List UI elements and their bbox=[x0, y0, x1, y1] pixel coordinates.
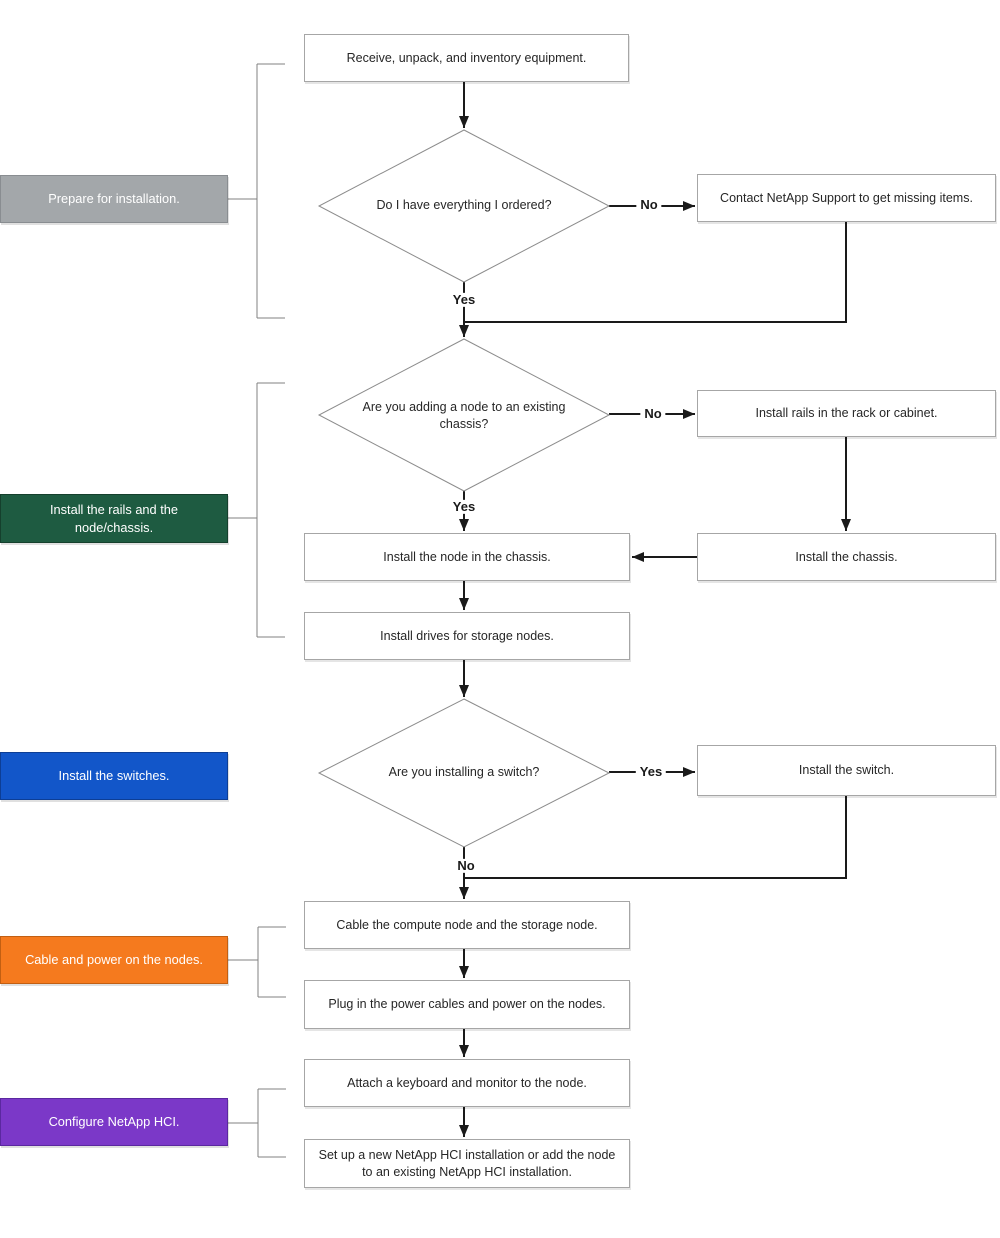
step-install-drives: Install drives for storage nodes. bbox=[304, 612, 630, 660]
edge-label-d1-no: No bbox=[636, 197, 662, 213]
step-install-rails: Install rails in the rack or cabinet. bbox=[697, 390, 996, 437]
step-install-chassis: Install the chassis. bbox=[697, 533, 996, 581]
edge-label-d1-yes: Yes bbox=[448, 292, 480, 308]
decision-have-everything-shape bbox=[317, 129, 611, 283]
step-setup-hci: Set up a new NetApp HCI installation or … bbox=[304, 1139, 630, 1188]
bracket-configure bbox=[228, 1088, 286, 1158]
category-prepare-for-installation: Prepare for installation. bbox=[0, 175, 228, 223]
step-plug-power: Plug in the power cables and power on th… bbox=[304, 980, 630, 1029]
decision-have-everything-label: Do I have everything I ordered? bbox=[376, 198, 552, 213]
category-install-rails-node-chassis: Install the rails and the node/chassis. bbox=[0, 494, 228, 543]
decision-installing-switch-label: Are you installing a switch? bbox=[388, 765, 540, 780]
edge-label-d2-no: No bbox=[640, 406, 666, 422]
edge-label-d3-yes: Yes bbox=[635, 764, 667, 780]
step-cable-nodes: Cable the compute node and the storage n… bbox=[304, 901, 630, 949]
step-install-node: Install the node in the chassis. bbox=[304, 533, 630, 581]
bracket-rails bbox=[228, 382, 285, 638]
step-contact-support: Contact NetApp Support to get missing it… bbox=[697, 174, 996, 222]
edge-label-d2-yes: Yes bbox=[448, 499, 480, 515]
category-cable-power-nodes: Cable and power on the nodes. bbox=[0, 936, 228, 984]
step-attach-keyboard: Attach a keyboard and monitor to the nod… bbox=[304, 1059, 630, 1107]
step-receive-equipment: Receive, unpack, and inventory equipment… bbox=[304, 34, 629, 82]
bracket-prepare bbox=[228, 63, 285, 319]
category-install-switches: Install the switches. bbox=[0, 752, 228, 800]
step-install-switch: Install the switch. bbox=[697, 745, 996, 796]
decision-adding-node-shape bbox=[317, 338, 611, 492]
edge-support-merge bbox=[464, 222, 847, 323]
bracket-cable bbox=[228, 926, 286, 998]
edge-switch-merge bbox=[464, 796, 847, 879]
decision-installing-switch-shape bbox=[317, 698, 611, 848]
category-configure-netapp-hci: Configure NetApp HCI. bbox=[0, 1098, 228, 1146]
decision-adding-node-label: Are you adding a node to an existing cha… bbox=[362, 399, 566, 432]
edge-label-d3-no: No bbox=[453, 858, 479, 874]
